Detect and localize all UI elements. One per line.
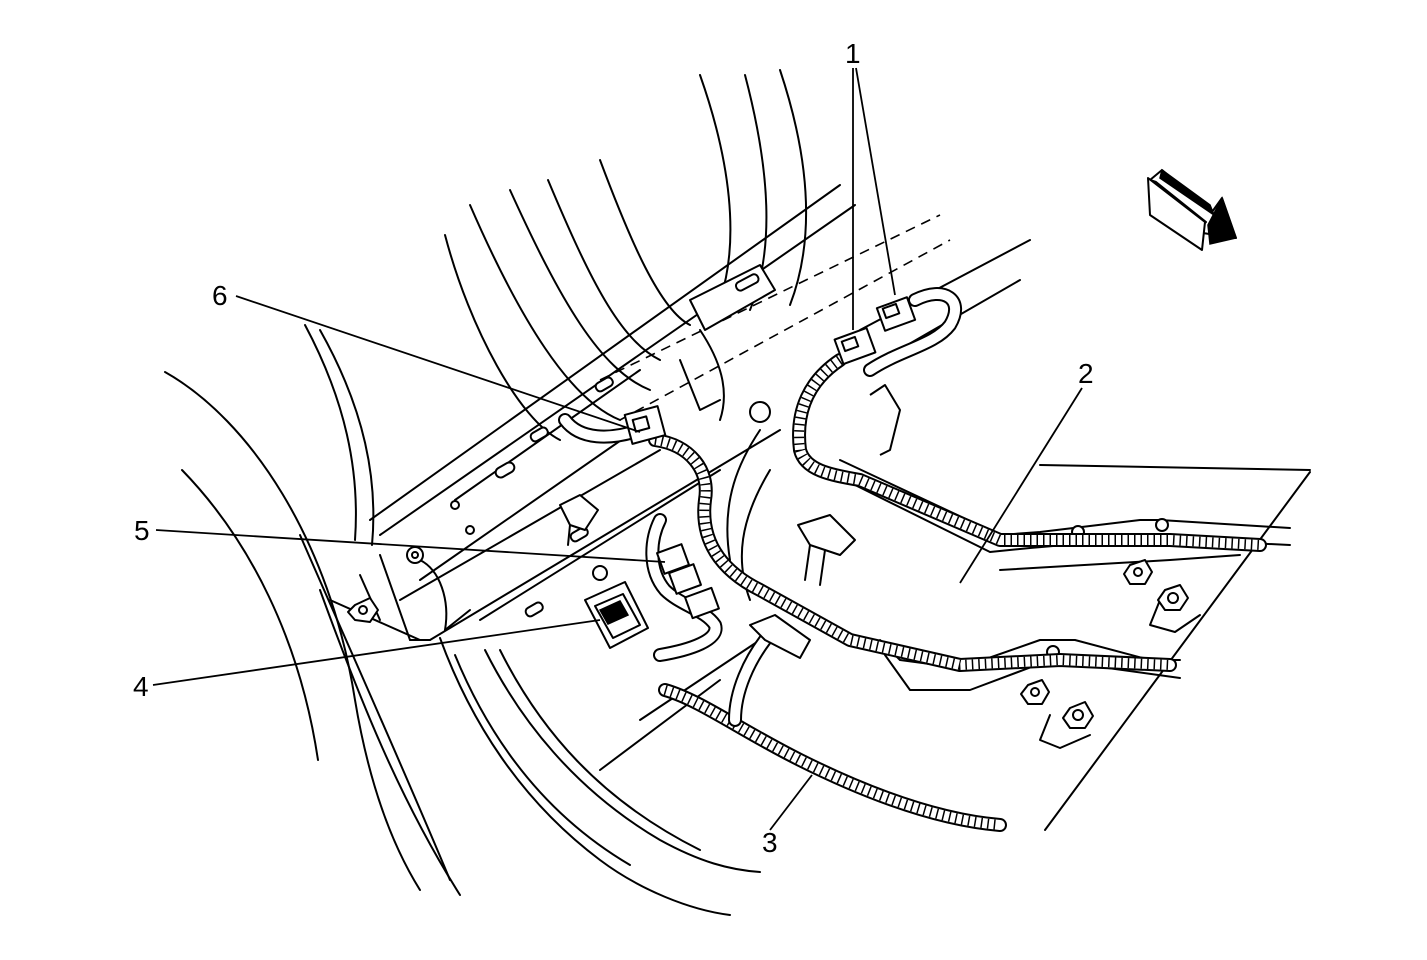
connector-6 — [623, 405, 667, 445]
mounting-nut — [347, 597, 379, 623]
wiring-harness-lower — [558, 413, 1177, 672]
callout-3: 3 — [762, 827, 778, 858]
connector-1b — [833, 326, 877, 366]
arrow-icon — [1147, 168, 1237, 251]
connector-5 — [656, 543, 720, 620]
callout-6: 6 — [212, 280, 228, 311]
wiring-harness-floor — [645, 513, 1007, 832]
wiring-harness-upper — [792, 287, 1267, 552]
callout-1: 1 — [845, 38, 861, 69]
callout-2: 2 — [1078, 358, 1094, 389]
callout-5: 5 — [134, 515, 150, 546]
harness-clips — [559, 384, 901, 659]
callout-4: 4 — [133, 671, 149, 702]
body-panels — [164, 69, 808, 916]
floor-structure — [329, 184, 1311, 831]
connector-1a — [875, 296, 917, 332]
leader-lines — [152, 67, 1083, 831]
connector-4 — [584, 565, 649, 649]
